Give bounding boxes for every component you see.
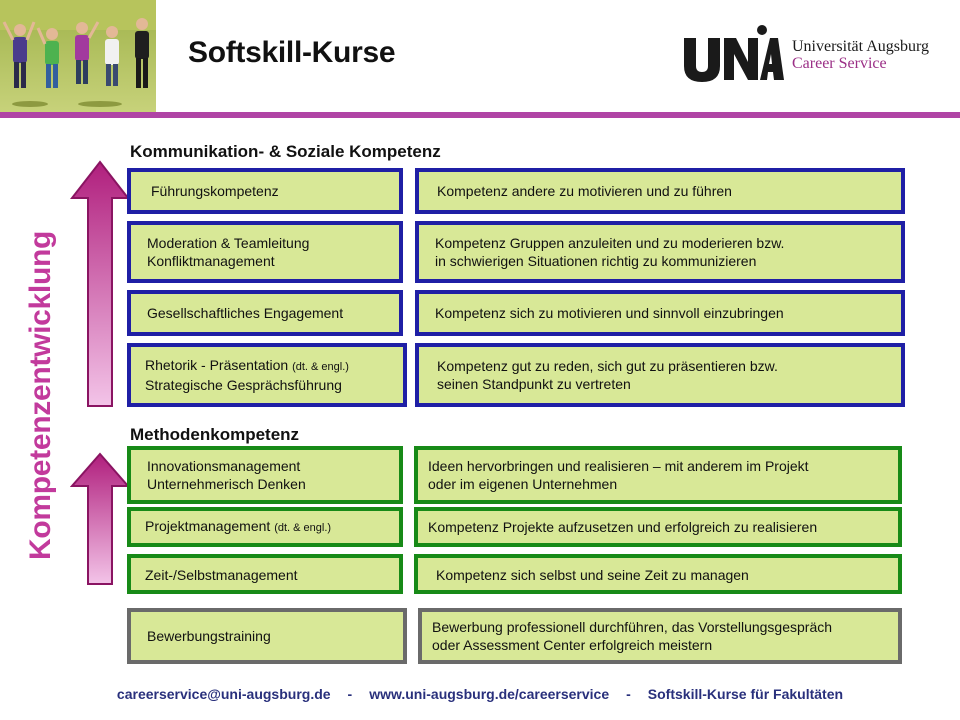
header-photo — [0, 0, 156, 112]
logo-university-name: Universität Augsburg — [792, 38, 930, 55]
footer-separator: - — [347, 686, 353, 702]
course-moderation-teamleitung: Moderation & Teamleitung Konfliktmanagem… — [127, 221, 403, 283]
course-bewerbungstraining: Bewerbungstraining — [127, 608, 407, 664]
footer-text: Softskill-Kurse für Fakultäten — [647, 686, 844, 702]
footer-separator: - — [626, 686, 631, 702]
course-description-engagement: Kompetenz sich zu motivieren und sinnvol… — [415, 290, 905, 336]
arrow-up-icon — [70, 452, 130, 585]
course-description-projektmanagement: Kompetenz Projekte aufzusetzen und erfol… — [414, 507, 902, 547]
vertical-title: Kompetenzentwicklung — [24, 230, 57, 560]
section-heading-methodenkompetenz: Methodenkompetenz — [130, 425, 300, 444]
course-gesellschaftliches-engagement: Gesellschaftliches Engagement — [127, 290, 403, 336]
course-description-fuehrungskompetenz: Kompetenz andere zu motivieren und zu fü… — [415, 168, 905, 214]
logo-career-service: Career Service — [792, 55, 887, 72]
header-divider — [0, 112, 960, 118]
course-description-bewerbung: Bewerbung professionell durchführen, das… — [418, 608, 902, 664]
course-description-rhetorik: Kompetenz gut zu reden, sich gut zu präs… — [415, 343, 905, 407]
logo-text: Universität Augsburg Career Service — [792, 38, 929, 72]
page-title: Softskill-Kurse — [188, 36, 396, 69]
footer: careerservice@uni-augsburg.de-www.uni-au… — [0, 686, 960, 702]
section-heading-soziale-kompetenz: Kommunikation- & Soziale Kompetenz — [130, 142, 441, 161]
course-projektmanagement: Projektmanagement (dt. & engl.) — [127, 507, 403, 547]
footer-email-link[interactable]: careerservice@uni-augsburg.de — [116, 686, 331, 702]
course-zeit-selbstmanagement: Zeit-/Selbstmanagement — [127, 554, 403, 594]
course-description-innovation: Ideen hervorbringen und realisieren – mi… — [414, 446, 902, 504]
course-fuehrungskompetenz: Führungskompetenz — [127, 168, 403, 214]
course-description-moderation: Kompetenz Gruppen anzuleiten und zu mode… — [415, 221, 905, 283]
course-innovationsmanagement: Innovationsmanagement Unternehmerisch De… — [127, 446, 403, 504]
arrow-up-icon — [70, 160, 130, 407]
course-description-zeitmanagement: Kompetenz sich selbst und seine Zeit zu … — [414, 554, 902, 594]
course-rhetorik-praesentation: Rhetorik - Präsentation (dt. & engl.) St… — [127, 343, 407, 407]
footer-url-link[interactable]: www.uni-augsburg.de/careerservice — [369, 686, 610, 702]
jumping-students-photo-icon — [0, 0, 156, 112]
uni-augsburg-logo-icon — [682, 20, 784, 89]
